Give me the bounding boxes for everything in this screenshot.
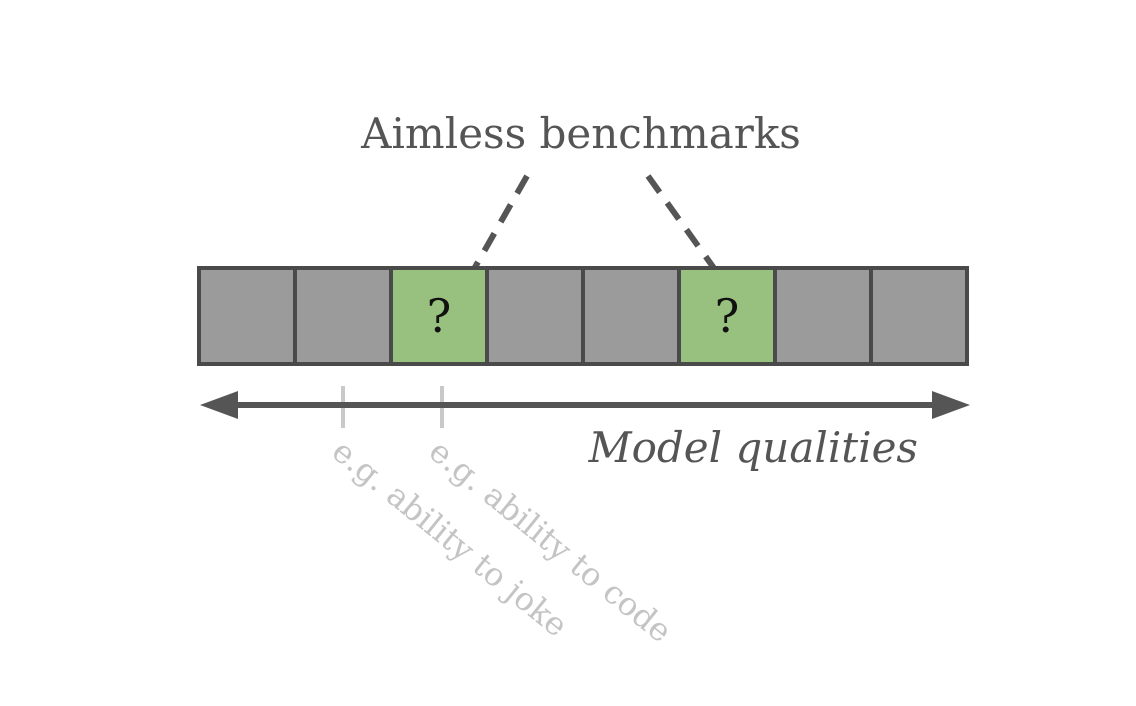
arrowhead-right-icon	[932, 391, 970, 419]
question-mark-icon: ?	[715, 289, 740, 343]
axis-label: Model qualities	[588, 423, 918, 472]
qualities-axis-arrow	[200, 391, 970, 419]
qualities-cell-row: ??	[197, 266, 969, 366]
quality-cell	[485, 266, 585, 366]
benchmark-cell-highlighted	[677, 266, 777, 366]
quality-cell	[197, 266, 297, 366]
arrowhead-left-icon	[200, 391, 238, 419]
quality-cell	[581, 266, 681, 366]
diagram-title: Aimless benchmarks	[360, 109, 801, 158]
quality-cell	[293, 266, 393, 366]
quality-cell	[869, 266, 969, 366]
question-mark-icon: ?	[427, 289, 452, 343]
connector-line-left	[463, 174, 530, 285]
quality-cell	[773, 266, 873, 366]
